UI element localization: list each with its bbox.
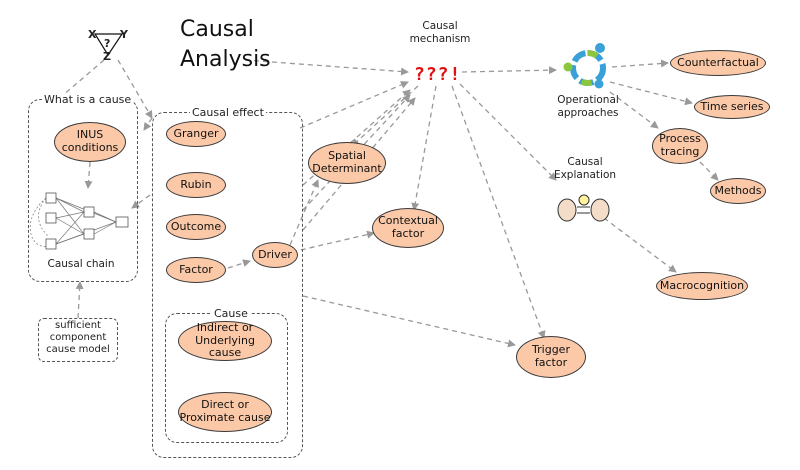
triangle-icon — [93, 33, 124, 57]
node-methods-label: Methods — [714, 183, 762, 197]
sufficient-component-box[interactable] — [38, 318, 118, 362]
node-driver-label: Driver — [258, 247, 292, 261]
edge-causal-effect-spatial-3 — [302, 97, 416, 231]
node-trigger-factor[interactable]: Trigger factor — [516, 336, 586, 378]
node-direct-cause[interactable]: Direct or Proximate cause — [178, 392, 272, 432]
edge-causal-effect-mechanism — [299, 81, 409, 129]
chain-node-y2 — [83, 228, 95, 240]
edge-operational-counterfactual — [611, 59, 669, 68]
node-indirect-cause[interactable]: Indirect or Underlying cause — [178, 321, 272, 361]
edge-factor-driver — [227, 259, 251, 269]
causal-effect-title: Causal effect — [190, 106, 266, 119]
edge-mechanism-trigger — [451, 85, 546, 339]
mechanism-label-line1: Causal — [422, 20, 458, 32]
causal-chain-diagram — [29, 197, 117, 247]
edge-mechanism-operational — [461, 66, 557, 75]
node-process-tracing[interactable]: Process tracing — [652, 128, 708, 164]
edge-mechanism-spatial — [351, 85, 419, 147]
triangle-z: Z — [103, 50, 111, 63]
node-outcome-label: Outcome — [170, 219, 222, 233]
node-counterfactual[interactable]: Counterfactual — [670, 50, 766, 76]
edge-driver-contextual — [291, 230, 375, 253]
mechanism-label-line2: mechanism — [409, 32, 471, 45]
what-is-cause-title: What is a cause — [42, 93, 134, 106]
chain-node-x3 — [45, 238, 57, 250]
node-process-tracing-label: Process tracing — [659, 132, 701, 158]
edge-mechanism-explanation — [459, 83, 557, 181]
chain-node-x1 — [45, 192, 57, 204]
edge-inus-chain — [84, 161, 93, 189]
node-inus-label: INUS conditions — [61, 128, 119, 154]
node-factor[interactable]: Factor — [166, 257, 226, 283]
node-contextual-factor[interactable]: Contextual factor — [372, 208, 444, 248]
sufficient-component-label: sufficient component cause model — [46, 320, 110, 355]
gears-icon — [563, 43, 606, 89]
node-driver[interactable]: Driver — [252, 242, 298, 268]
mechanism-label: Causal mechanism — [405, 20, 475, 45]
title-line2: Analysis — [180, 47, 271, 72]
edge-causal-effect-trigger — [302, 295, 516, 348]
chain-node-x2 — [45, 212, 57, 224]
node-outcome[interactable]: Outcome — [166, 214, 226, 240]
edge-driver-spatial — [289, 179, 319, 246]
node-direct-cause-label: Direct or Proximate cause — [179, 398, 271, 424]
triangle-y: Y — [120, 28, 128, 41]
edge-sufficient-chain — [75, 281, 84, 319]
edge-process-methods — [699, 161, 719, 181]
node-macrocognition[interactable]: Macrocognition — [656, 272, 748, 300]
node-time-series-label: Time series — [700, 99, 764, 113]
node-indirect-cause-label: Indirect or Underlying cause — [195, 321, 255, 360]
node-inus[interactable]: INUS conditions — [54, 122, 126, 162]
edge-triangle-cause — [54, 59, 105, 103]
edge-causal-effect-spatial-2 — [302, 94, 411, 211]
edge-causal-effect-cause — [143, 117, 153, 131]
edge-causal-effect-chain — [131, 194, 151, 209]
node-spatial-label: Spatial Determinant — [312, 149, 382, 175]
operational-label: Operational approaches — [557, 94, 619, 119]
chain-node-y4 — [115, 216, 129, 228]
node-granger[interactable]: Granger — [166, 121, 226, 147]
triangle-q: ? — [104, 37, 111, 50]
edge-operational-process — [609, 91, 659, 129]
edge-causal-effect-spatial — [302, 89, 411, 186]
node-trigger-label: Trigger factor — [532, 343, 570, 369]
mechanism-marks[interactable]: ???! — [414, 64, 462, 85]
node-granger-label: Granger — [173, 126, 219, 140]
chain-node-y1 — [83, 206, 95, 218]
triangle-x: X — [88, 28, 97, 41]
node-spatial-determinant[interactable]: Spatial Determinant — [308, 142, 386, 184]
heads-icon — [557, 194, 610, 222]
explanation-label: Causal Explanation — [550, 156, 620, 181]
node-counterfactual-label: Counterfactual — [677, 55, 759, 69]
node-factor-label: Factor — [179, 262, 213, 276]
title-line1: Causal — [180, 17, 254, 42]
edge-title-mechanism — [244, 59, 409, 76]
node-macrocognition-label: Macrocognition — [659, 278, 745, 292]
node-rubin[interactable]: Rubin — [166, 172, 226, 198]
explanation-label-line2: Explanation — [553, 168, 617, 181]
node-methods[interactable]: Methods — [710, 178, 766, 204]
node-time-series[interactable]: Time series — [694, 95, 770, 119]
cause-title: Cause — [212, 307, 250, 320]
edge-triangle-causal-effect — [117, 59, 153, 119]
node-rubin-label: Rubin — [180, 177, 212, 191]
edge-mechanism-contextual — [411, 85, 437, 211]
node-contextual-label: Contextual factor — [378, 214, 438, 240]
explanation-label-line1: Causal — [567, 156, 603, 168]
causal-chain-label: Causal chain — [47, 258, 115, 270]
edge-explanation-macro — [603, 217, 677, 273]
